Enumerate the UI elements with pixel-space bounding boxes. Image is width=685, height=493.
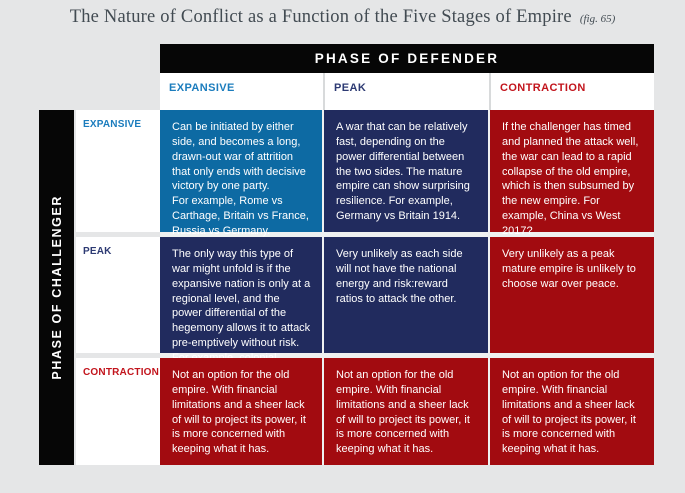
matrix-grid: Can be initiated by either side, and bec… bbox=[160, 110, 654, 465]
row-header-contraction: CONTRACTION bbox=[76, 358, 164, 465]
cell-expansive-vs-peak: A war that can be relatively fast, depen… bbox=[324, 110, 488, 232]
phase-of-challenger-header: PHASE OF CHALLENGER bbox=[39, 110, 74, 465]
challenger-row-headers: EXPANSIVE PEAK CONTRACTION bbox=[76, 110, 164, 465]
column-header-peak: PEAK bbox=[323, 73, 489, 110]
column-header-expansive: EXPANSIVE bbox=[169, 82, 235, 94]
row-header-peak: PEAK bbox=[76, 237, 164, 353]
figure-title-text: The Nature of Conflict as a Function of … bbox=[69, 7, 572, 27]
cell-expansive-vs-expansive: Can be initiated by either side, and bec… bbox=[160, 110, 322, 237]
cell-peak-vs-peak: Very unlikely as each side will not have… bbox=[324, 237, 488, 353]
row-header-expansive: EXPANSIVE bbox=[76, 110, 164, 232]
defender-column-headers: EXPANSIVE PEAK CONTRACTION bbox=[160, 73, 654, 110]
cell-expansive-vs-contraction: If the challenger has timed and planned … bbox=[490, 110, 654, 237]
cell-contraction-vs-expansive: Not an option for the old empire. With f… bbox=[160, 358, 322, 465]
phase-of-defender-header: PHASE OF DEFENDER bbox=[160, 44, 654, 73]
cell-contraction-vs-peak: Not an option for the old empire. With f… bbox=[324, 358, 488, 465]
phase-of-challenger-label: PHASE OF CHALLENGER bbox=[49, 195, 64, 380]
cell-peak-vs-expansive: The only way this type of war might unfo… bbox=[160, 237, 322, 408]
phase-of-defender-label: PHASE OF DEFENDER bbox=[314, 51, 500, 66]
figure-title: The Nature of Conflict as a Function of … bbox=[0, 7, 685, 28]
cell-contraction-vs-contraction: Not an option for the old empire. With f… bbox=[490, 358, 654, 465]
column-header-contraction: CONTRACTION bbox=[489, 73, 654, 110]
figure-number: (fig. 65) bbox=[579, 13, 616, 25]
cell-peak-vs-contraction: Very unlikely as a peak mature empire is… bbox=[490, 237, 654, 353]
